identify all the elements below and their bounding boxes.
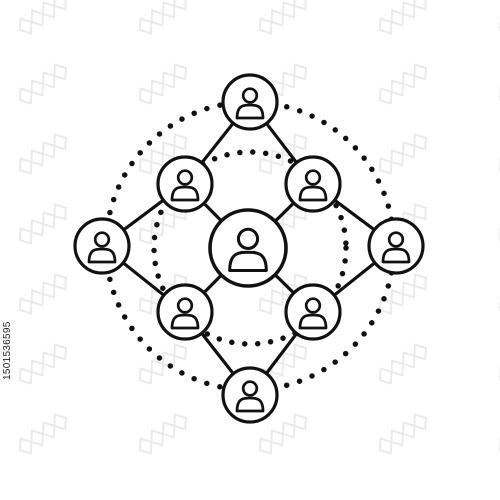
user-body (381, 247, 411, 264)
connection-line (333, 198, 376, 232)
user-icon (236, 227, 260, 250)
user-body (298, 313, 328, 330)
person-node-center (208, 208, 288, 288)
user-icon (241, 87, 259, 104)
network-connections (121, 121, 377, 376)
connection-line (264, 121, 299, 165)
user-body (235, 103, 265, 120)
user-icon (176, 169, 194, 186)
person-node-right (367, 217, 425, 275)
user-icon (304, 297, 322, 314)
user-icon (241, 380, 259, 397)
connection-line (273, 201, 296, 223)
connection-line (200, 121, 235, 165)
connection-line (332, 261, 377, 297)
user-icon (304, 169, 322, 186)
person-node-lr (284, 283, 342, 341)
person-node-ur (284, 155, 342, 213)
user-icon (93, 231, 111, 248)
person-node-ul (156, 155, 214, 213)
connection-line (264, 331, 299, 376)
inner-dotted-ring (151, 149, 349, 347)
connection-line (121, 261, 166, 297)
person-node-left (73, 217, 131, 275)
connection-line (273, 273, 296, 295)
user-body (87, 247, 117, 264)
person-node-bottom (221, 366, 279, 424)
user-icon (176, 297, 194, 314)
connection-line (202, 273, 223, 295)
connection-line (200, 331, 235, 376)
user-body (228, 250, 268, 273)
person-node-ll (156, 283, 214, 341)
user-body (170, 185, 200, 202)
person-node-top (221, 73, 279, 131)
user-body (235, 396, 265, 413)
user-body (170, 313, 200, 330)
user-body (298, 185, 328, 202)
connection-line (202, 201, 223, 223)
stock-id: 1501536595 (2, 321, 13, 380)
user-icon (387, 231, 405, 248)
connection-line (122, 198, 165, 232)
